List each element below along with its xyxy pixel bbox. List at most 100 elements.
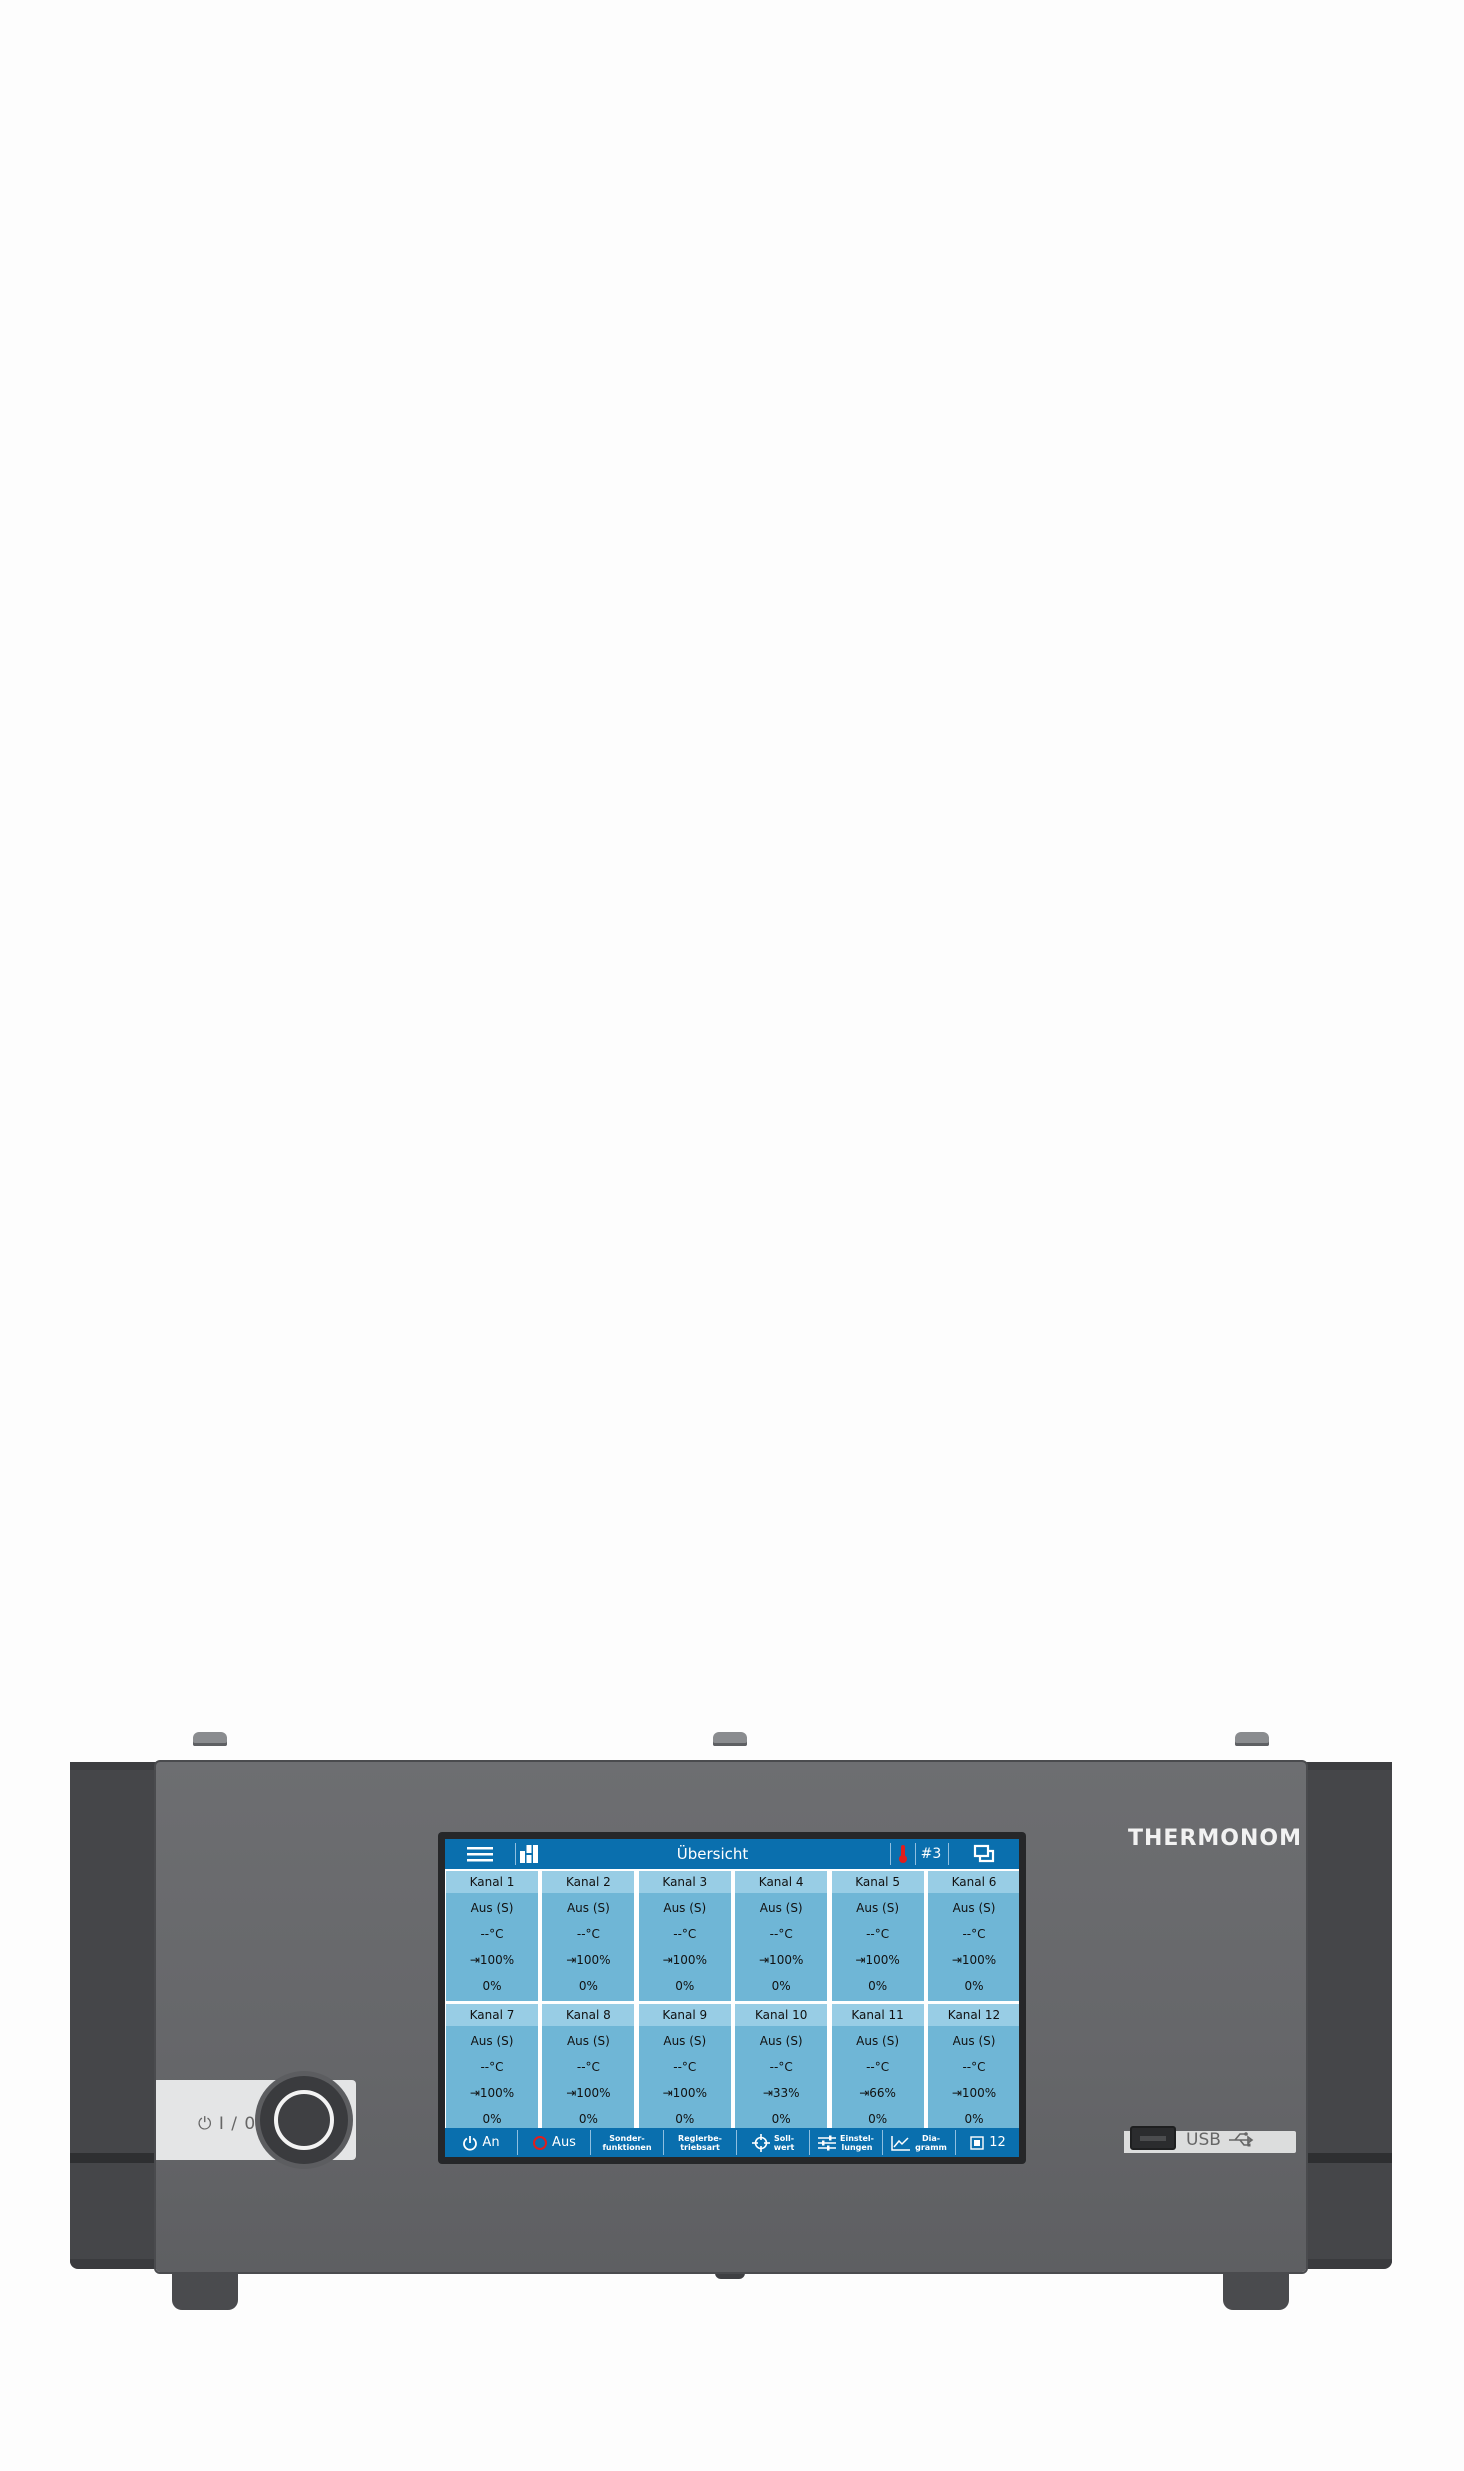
hamburger-menu-icon [467, 1847, 493, 1862]
power-label: ⏻ I / 0 [198, 2114, 257, 2134]
channel-tile[interactable]: Kanal 4 Aus (S) --°C ⇥100% 0% [735, 1871, 828, 2001]
bottom-bar: An Aus Sonder- funktionen Reglerbe- trie… [445, 2128, 1019, 2157]
channel-name: Kanal 8 [542, 2004, 635, 2026]
screen-number: #3 [920, 1846, 942, 1862]
usb-icon [1229, 2132, 1254, 2147]
channel-limit: ⇥100% [662, 1952, 707, 1967]
channel-temp: --°C [866, 1926, 890, 1941]
channel-temp: --°C [962, 1926, 986, 1941]
settings-button[interactable]: Einstel- lungen [810, 2128, 882, 2157]
channel-temp: --°C [962, 2059, 986, 2074]
grid-view-button[interactable] [517, 1839, 541, 1869]
side-panel-left [70, 1762, 166, 2267]
channel-tile[interactable]: Kanal 9 Aus (S) --°C ⇥100% 0% [638, 2004, 731, 2134]
channel-count-button[interactable]: 12 [956, 2128, 1019, 2157]
chart-label: Dia- gramm [915, 2133, 947, 2152]
foot-left [172, 2273, 238, 2310]
channel-limit: ⇥66% [859, 2085, 896, 2100]
channel-output: 0% [482, 1978, 502, 1993]
channel-mode: Aus (S) [952, 2033, 996, 2048]
channel-temp: --°C [480, 2059, 504, 2074]
channel-output: 0% [868, 2111, 888, 2126]
channel-temp: --°C [673, 1926, 697, 1941]
setpoint-button[interactable]: Soll- wert [737, 2128, 809, 2157]
channel-output: 0% [964, 1978, 984, 1993]
channel-name: Kanal 3 [638, 1871, 731, 1893]
channel-temp: --°C [576, 2059, 600, 2074]
channel-limit: ⇥100% [759, 1952, 804, 1967]
channel-mode: Aus (S) [856, 1900, 900, 1915]
special-functions-label: Sonder- funktionen [602, 2133, 652, 2152]
channel-name: Kanal 11 [831, 2004, 924, 2026]
channel-name: Kanal 7 [446, 2004, 538, 2026]
on-button[interactable]: An [445, 2128, 517, 2157]
channel-mode: Aus (S) [663, 1900, 707, 1915]
channel-limit: ⇥100% [469, 2085, 515, 2100]
channel-tile[interactable]: Kanal 5 Aus (S) --°C ⇥100% 0% [831, 1871, 924, 2001]
channel-limit: ⇥100% [951, 2085, 997, 2100]
foot-right [1223, 2273, 1289, 2310]
usb-port[interactable] [1130, 2126, 1176, 2150]
setpoint-label: Soll- wert [773, 2133, 795, 2152]
channel-limit: ⇥100% [469, 1952, 515, 1967]
channel-limit: ⇥100% [951, 1952, 997, 1967]
channel-output: 0% [771, 1978, 791, 1993]
menu-button[interactable] [445, 1839, 515, 1869]
off-button[interactable]: Aus [518, 2128, 590, 2157]
controller-device: THERMONOM ⏻ I / 0 USB Über [70, 1732, 1392, 2310]
channel-mode: Aus (S) [856, 2033, 900, 2048]
chip-icon [970, 2135, 984, 2150]
crosshair-icon [751, 2133, 770, 2152]
channel-temp: --°C [673, 2059, 697, 2074]
top-bolt [1235, 1732, 1269, 1746]
side-panel-right [1296, 1762, 1392, 2267]
channel-output: 0% [482, 2111, 502, 2126]
channel-output: 0% [964, 2111, 984, 2126]
power-knob[interactable] [260, 2076, 348, 2164]
channel-mode: Aus (S) [663, 2033, 707, 2048]
channel-name: Kanal 6 [928, 1871, 1019, 1893]
channel-name: Kanal 4 [735, 1871, 828, 1893]
channel-temp: --°C [576, 1926, 600, 1941]
channel-temp: --°C [769, 2059, 793, 2074]
channel-limit: ⇥100% [662, 2085, 707, 2100]
sliders-icon [818, 2135, 836, 2150]
channel-limit: ⇥100% [855, 1952, 900, 1967]
channel-tile[interactable]: Kanal 6 Aus (S) --°C ⇥100% 0% [928, 1871, 1019, 2001]
channel-temp: --°C [769, 1926, 793, 1941]
channel-name: Kanal 5 [831, 1871, 924, 1893]
channel-temp: --°C [866, 2059, 890, 2074]
channel-limit: ⇥100% [566, 1952, 611, 1967]
channel-tile[interactable]: Kanal 3 Aus (S) --°C ⇥100% 0% [638, 1871, 731, 2001]
line-chart-icon [891, 2135, 911, 2151]
channel-output: 0% [675, 2111, 695, 2126]
channel-mode: Aus (S) [759, 1900, 803, 1915]
channel-mode: Aus (S) [952, 1900, 996, 1915]
channel-output: 0% [578, 1978, 598, 1993]
channel-tile[interactable]: Kanal 2 Aus (S) --°C ⇥100% 0% [542, 1871, 635, 2001]
channel-name: Kanal 10 [735, 2004, 828, 2026]
channel-mode: Aus (S) [566, 2033, 610, 2048]
special-functions-button[interactable]: Sonder- funktionen [591, 2128, 663, 2157]
channel-name: Kanal 9 [638, 2004, 731, 2026]
thermometer-icon [899, 1845, 907, 1863]
channel-output: 0% [675, 1978, 695, 1993]
channel-output: 0% [868, 1978, 888, 1993]
channel-temp: --°C [480, 1926, 504, 1941]
channel-name: Kanal 2 [542, 1871, 635, 1893]
channel-mode: Aus (S) [566, 1900, 610, 1915]
channel-tile[interactable]: Kanal 11 Aus (S) --°C ⇥66% 0% [831, 2004, 924, 2134]
controller-mode-button[interactable]: Reglerbe- triebsart [664, 2128, 736, 2157]
alarm-indicator[interactable] [893, 1839, 913, 1869]
top-bolt [193, 1732, 227, 1746]
off-label: Aus [552, 2135, 576, 2150]
power-off-icon [533, 2135, 548, 2150]
chart-button[interactable]: Dia- gramm [883, 2128, 955, 2157]
window-button[interactable] [949, 1839, 1019, 1869]
